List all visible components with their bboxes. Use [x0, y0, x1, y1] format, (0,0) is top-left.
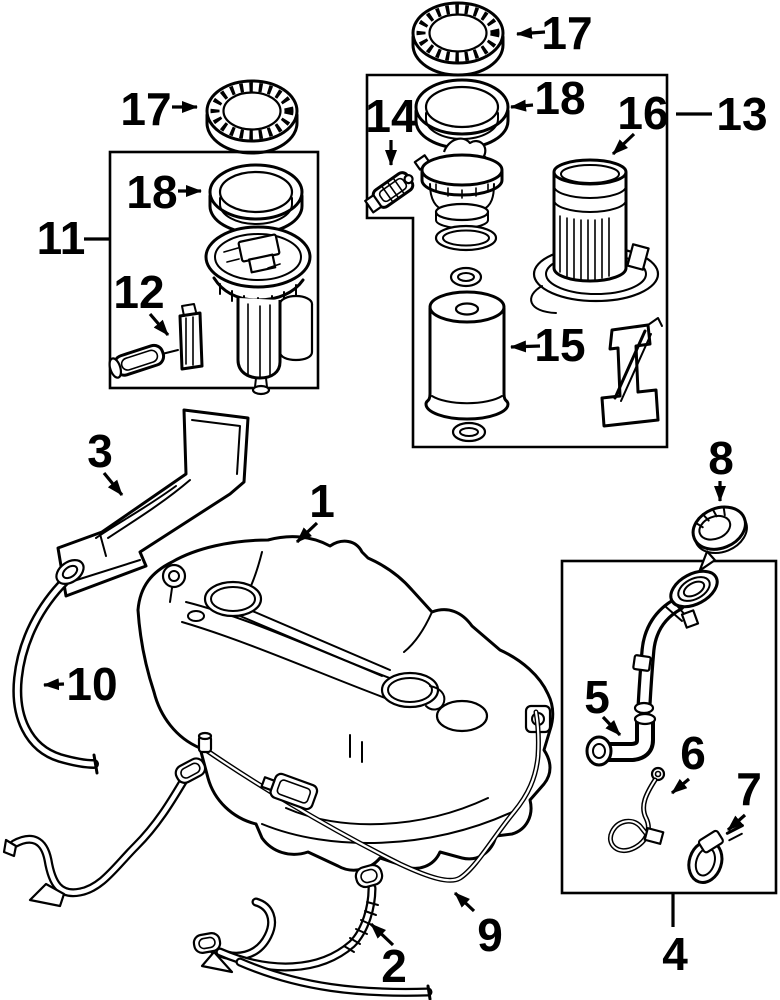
- callout-4-label: 4: [662, 928, 688, 980]
- breather-hose-drawing: [12, 559, 99, 775]
- lock-ring-top-drawing: [413, 3, 503, 75]
- callout-17-left: 17: [120, 83, 198, 135]
- tank-strap-front-drawing: [2, 757, 207, 908]
- callout-9: 9: [453, 891, 503, 961]
- washer-top-drawing: [449, 266, 483, 288]
- pump-reservoir-drawing: [530, 158, 660, 314]
- callout-6: 6: [670, 727, 706, 795]
- callout-14-label: 14: [365, 90, 417, 142]
- callout-10-label: 10: [66, 658, 117, 710]
- fuel-pump-module-drawing: [204, 225, 314, 396]
- filler-hose-drawing: [585, 712, 657, 767]
- callout-1: 1: [295, 475, 335, 544]
- callout-17-left-label: 17: [120, 83, 171, 135]
- callout-17-top-arrow: [516, 26, 546, 39]
- callout-15: 15: [510, 319, 586, 371]
- callout-8: 8: [708, 432, 734, 502]
- callout-2: 2: [369, 922, 407, 992]
- sender-bracket-drawing: [600, 317, 663, 428]
- callout-16-label: 16: [617, 87, 668, 139]
- callout-11: 11: [37, 212, 110, 264]
- pump-assembly-group-box: [365, 73, 669, 449]
- filler-pipe-group-box: [560, 559, 778, 895]
- callout-15-arrow: [510, 340, 541, 353]
- tank-strap-rear-drawing: [192, 863, 433, 1000]
- callout-17-top-label: 17: [541, 7, 592, 59]
- callout-2-label: 2: [381, 940, 407, 992]
- callout-1-label: 1: [309, 475, 335, 527]
- callout-10: 10: [43, 658, 118, 710]
- callout-3-label: 3: [87, 425, 113, 477]
- callout-12-arrow: [148, 312, 170, 337]
- callout-18-left: 18: [126, 166, 202, 218]
- callout-13: 13: [676, 88, 768, 140]
- callout-7-label: 7: [736, 763, 762, 815]
- fuel-line-drawing: [197, 709, 541, 883]
- callout-2-arrow: [369, 922, 395, 947]
- callout-3: 3: [87, 425, 124, 497]
- callout-16-arrow: [611, 132, 636, 156]
- callout-3-arrow: [102, 471, 124, 497]
- callout-15-label: 15: [534, 319, 585, 371]
- callout-7: 7: [726, 763, 762, 832]
- callout-8-label: 8: [708, 432, 734, 484]
- fuel-tank-drawing: [136, 535, 555, 872]
- callout-6-arrow: [670, 777, 691, 795]
- callout-14: 14: [365, 90, 417, 166]
- callout-12-label: 12: [113, 266, 164, 318]
- check-valve-drawing: [364, 171, 415, 214]
- seal-ring-left-drawing: [208, 163, 304, 235]
- fuel-level-sender-drawing: [108, 303, 204, 379]
- callout-9-arrow: [453, 891, 476, 913]
- callout-7-arrow: [726, 813, 747, 832]
- pump-module-group-box: [108, 150, 320, 390]
- callout-11-label: 11: [37, 212, 86, 264]
- callout-1-arrow: [295, 521, 319, 544]
- fuel-filter-drawing: [424, 290, 510, 421]
- callout-4: 4: [662, 894, 688, 980]
- callout-5-label: 5: [584, 671, 610, 723]
- washer-bottom-drawing: [451, 421, 487, 443]
- callout-6-label: 6: [680, 727, 706, 779]
- callout-16: 16: [611, 87, 669, 156]
- callout-18-right-label: 18: [534, 72, 585, 124]
- callout-5-arrow: [601, 715, 622, 737]
- callout-17-top: 17: [516, 7, 593, 59]
- o-ring-drawing: [434, 224, 498, 252]
- callout-18-right: 18: [510, 72, 586, 124]
- callout-18-left-label: 18: [126, 166, 177, 218]
- callout-9-label: 9: [477, 909, 503, 961]
- callout-12: 12: [113, 266, 170, 337]
- fuel-cap-drawing: [691, 505, 748, 572]
- callout-13-label: 13: [716, 88, 767, 140]
- callout-5: 5: [584, 671, 622, 737]
- fuel-pump-head-drawing: [413, 137, 504, 229]
- lock-ring-left-drawing: [207, 81, 297, 153]
- callout-10-arrow: [43, 678, 65, 691]
- filler-neck-protector-drawing: [56, 408, 250, 598]
- filler-pipe-drawing: [632, 569, 719, 715]
- callout-18-right-arrow: [510, 99, 534, 112]
- vent-hose-drawing: [608, 766, 666, 854]
